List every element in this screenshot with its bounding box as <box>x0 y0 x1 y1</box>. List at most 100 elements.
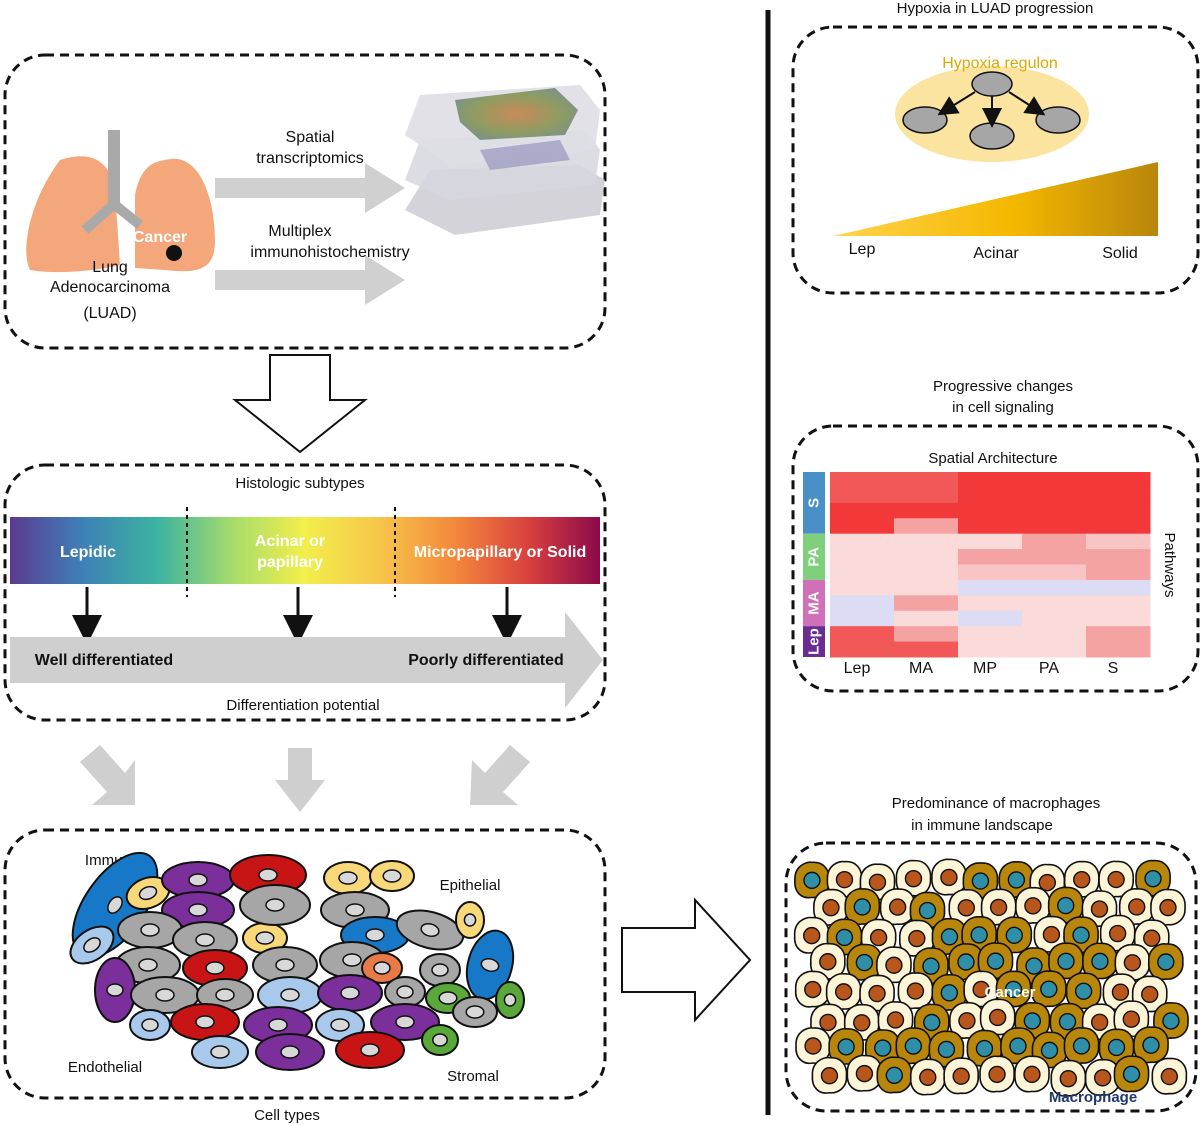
macrophage-cell-48 <box>931 973 968 1011</box>
panel-hypoxia-frame <box>791 25 1200 295</box>
heatmap-cell-3-3 <box>1022 518 1087 535</box>
converge-arrow-right <box>470 745 530 805</box>
heatmap-cell-11-2 <box>958 641 1023 658</box>
panel-macrophage: Predominance of macrophages in immune la… <box>784 795 1198 1113</box>
panel-cells-frame <box>3 828 607 1100</box>
cancer-cell-20 <box>1118 888 1155 926</box>
heatmap-cell-2-0 <box>830 502 895 519</box>
heatmap-cell-0-3 <box>1022 472 1087 488</box>
cell-22 <box>361 952 403 984</box>
cell-14 <box>395 909 465 951</box>
signaling-title-1: Progressive changes <box>933 378 1073 395</box>
macrophage-cell-74 <box>1063 1027 1100 1065</box>
heatmap-cell-10-1 <box>894 626 959 643</box>
cancer-cell-57 <box>877 1001 914 1039</box>
cell-30 <box>425 982 471 1014</box>
heatmap-cell-5-3 <box>1022 549 1087 565</box>
regulon-node-top <box>971 71 1013 97</box>
cell-33 <box>170 1003 240 1041</box>
heatmap-cell-5-4 <box>1086 549 1151 565</box>
heatmap-cell-3-2 <box>958 518 1023 535</box>
subtype-lepidic: Lepidic <box>60 544 116 561</box>
converge-arrow-left <box>80 745 135 805</box>
heatmap-cell-1-3 <box>1022 487 1087 504</box>
cell-27 <box>257 976 323 1014</box>
cancer-cell-13 <box>879 888 916 926</box>
cancer-cell-64 <box>1113 1000 1150 1038</box>
cancer-cell-81 <box>943 1057 980 1095</box>
heatmap-cell-8-2 <box>958 595 1023 612</box>
row-group-Lep <box>803 626 825 657</box>
differentiation-arrow <box>10 612 603 708</box>
histology-title: Histologic subtypes <box>235 475 364 492</box>
panel-histology: Histologic subtypes Lepidic Acinar or pa… <box>3 463 607 722</box>
cancer-cell-44 <box>794 970 831 1008</box>
row-group-MA <box>803 579 825 627</box>
heatmap-cell-10-4 <box>1086 626 1151 643</box>
heatmap-cell-8-4 <box>1086 595 1151 612</box>
cells-footer: Cell types <box>254 1107 320 1124</box>
heatmap-cell-1-1 <box>894 487 959 504</box>
heatmap-cell-11-3 <box>1022 641 1087 658</box>
cancer-cell-84 <box>1050 1059 1087 1097</box>
tumor-dot <box>166 245 182 261</box>
heatmap-cell-7-4 <box>1086 579 1151 596</box>
macrophage-cell-43 <box>1148 943 1184 981</box>
lung-icon <box>26 130 215 273</box>
macrophage-cell-51 <box>1031 970 1067 1008</box>
cell-17 <box>495 981 525 1019</box>
row-group-PA <box>803 533 825 580</box>
panel-lung-frame <box>3 53 607 350</box>
macrophage-title-1: Predominance of macrophages <box>892 795 1100 812</box>
hypoxia-title: Hypoxia in LUAD progression <box>897 0 1094 17</box>
panel-cells: Immune Epithelial Endothelial Stromal Ce… <box>3 828 607 1124</box>
cancer-cell-80 <box>909 1058 946 1096</box>
cell-31 <box>452 996 498 1028</box>
regulon-node-bottom <box>969 122 1015 150</box>
panel-lung: Cancer Lung Adenocarcinoma (LUAD) Spatia… <box>3 53 607 350</box>
cancer-cell-77 <box>811 1056 848 1094</box>
macrophage-cell-76 <box>1133 1026 1169 1064</box>
lung-label-2: Adenocarcinoma <box>50 279 170 296</box>
heatmap-cell-9-1 <box>894 610 959 627</box>
cancer-cell-1 <box>826 860 863 898</box>
heatmap-cell-6-4 <box>1086 564 1151 581</box>
cell-cluster <box>69 851 525 1071</box>
cell-11 <box>239 884 311 926</box>
down-arrow-1 <box>232 354 368 454</box>
heatmap-cell-8-0 <box>830 595 895 612</box>
macrophage-cell-79 <box>876 1056 913 1094</box>
heatmap-cell-0-0 <box>830 472 895 488</box>
regulon-node-left <box>902 106 948 134</box>
heatmap-cell-8-1 <box>894 595 959 612</box>
ramp-tick-acinar: Acinar <box>973 245 1019 262</box>
macrophage-cell-70 <box>928 1030 965 1068</box>
cell-23 <box>419 953 461 987</box>
subtype-acinar-1: Acinar or <box>255 533 325 550</box>
heatmap-cell-2-4 <box>1086 502 1151 519</box>
well-differentiated: Well differentiated <box>35 652 173 669</box>
lung-label-3: (LUAD) <box>83 305 136 322</box>
heatmap-cell-9-2 <box>958 610 1023 627</box>
heatmap-cell-11-4 <box>1086 641 1151 658</box>
heatmap-cell-4-3 <box>1022 533 1087 550</box>
arrow-multiplex <box>215 255 405 305</box>
heatmap-cell-6-0 <box>830 564 895 581</box>
row-group-label-PA: PA <box>806 547 823 567</box>
heatmap-cell-9-3 <box>1022 610 1087 627</box>
heatmap-cell-4-1 <box>894 533 959 550</box>
heatmap-cell-4-0 <box>830 533 895 550</box>
col-label-MA: MA <box>909 660 933 677</box>
cancer-cell-60 <box>979 998 1016 1036</box>
cell-28 <box>317 974 383 1012</box>
cancer-cell-25 <box>899 919 935 957</box>
cell-6 <box>369 860 415 892</box>
col-label-Lep: Lep <box>844 660 871 677</box>
heatmap-cell-0-2 <box>958 472 1023 488</box>
heatmap-cell-7-0 <box>830 579 895 596</box>
pathways-label: Pathways <box>1161 532 1178 597</box>
right-arrow-big <box>621 897 752 1023</box>
col-label-S: S <box>1108 660 1119 677</box>
lung-label-1: Lung <box>92 259 128 276</box>
